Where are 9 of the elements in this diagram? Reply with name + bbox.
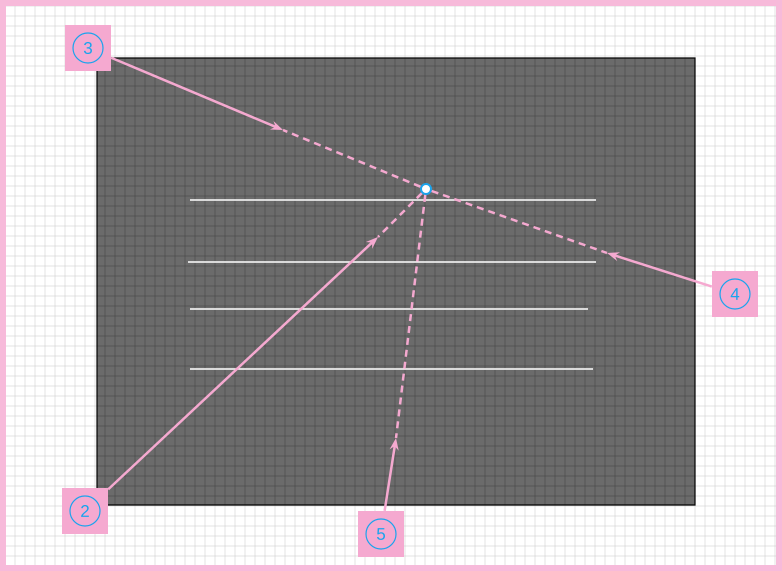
callout-number: 3 (65, 25, 111, 71)
dashed-line (431, 190, 608, 254)
point-marker (420, 183, 432, 195)
dashed-line (282, 128, 421, 188)
callout-number: 5 (358, 511, 404, 557)
callout-number: 2 (62, 488, 108, 534)
dashed-line (394, 194, 427, 438)
callout-number: 4 (712, 271, 758, 317)
dashed-line (377, 192, 423, 238)
